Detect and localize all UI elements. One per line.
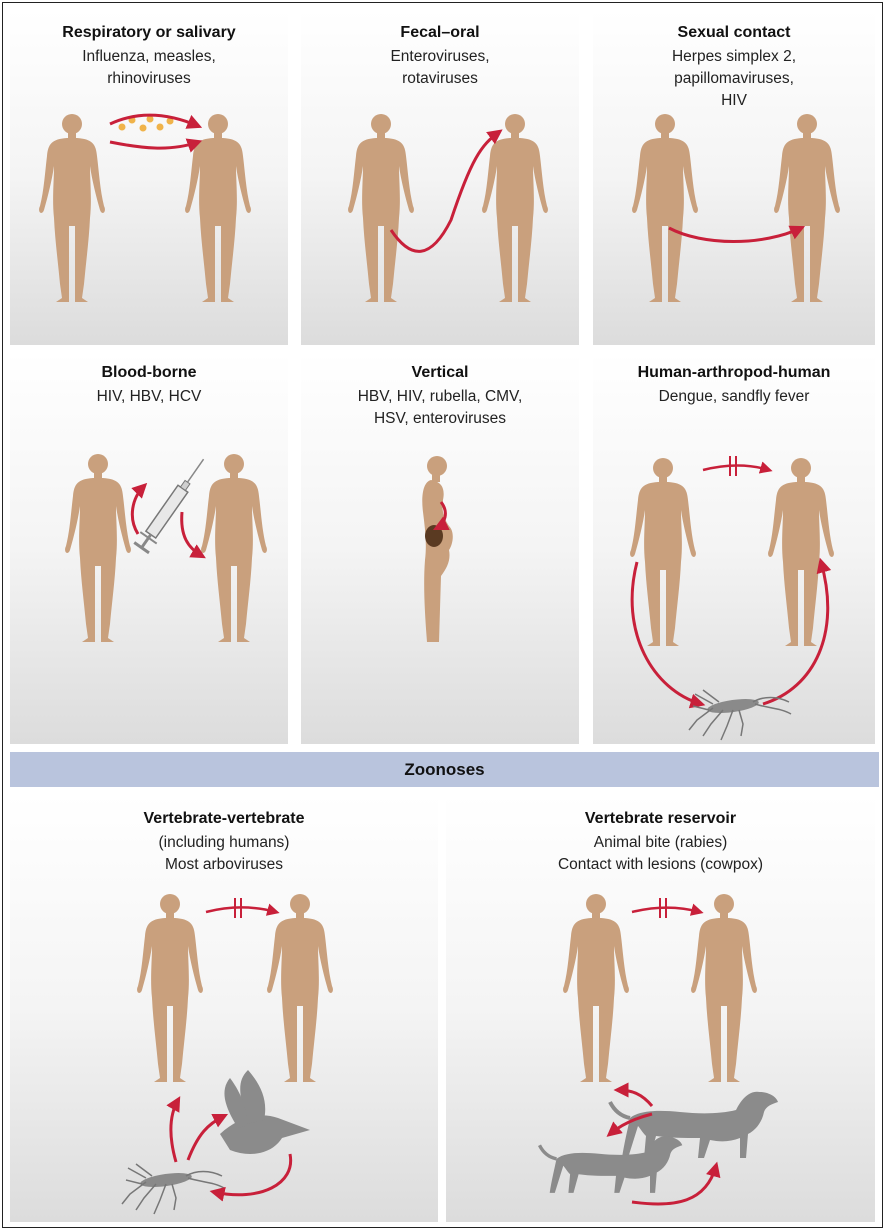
transmission-arrow <box>214 1154 291 1195</box>
panel-respiratory: Respiratory or salivary Influenza, measl… <box>10 10 288 345</box>
dog-icon-small <box>540 1137 683 1193</box>
vertebrate-reservoir-illustration <box>446 794 875 1222</box>
sexual-contact-illustration <box>593 10 875 345</box>
human-figure-right <box>482 114 548 302</box>
panel-vertebrate-reservoir: Vertebrate reservoir Animal bite (rabies… <box>446 794 875 1222</box>
human-figure-right <box>774 114 840 302</box>
transmission-arrow <box>132 486 144 534</box>
human-figure-left <box>563 894 629 1082</box>
transmission-arrow <box>618 1090 652 1106</box>
panel-vertebrate-vertebrate: Vertebrate-vertebrate (including humans)… <box>10 794 438 1222</box>
human-figure-left <box>348 114 414 302</box>
human-figure-right <box>201 454 267 642</box>
human-figure-left <box>137 894 203 1082</box>
mosquito-icon <box>689 690 791 740</box>
panel-fecal-oral: Fecal–oral Enteroviruses, rotaviruses <box>301 10 579 345</box>
vertebrate-vertebrate-illustration <box>10 794 438 1222</box>
transmission-arrow <box>171 1100 178 1162</box>
human-figure-left <box>39 114 105 302</box>
human-figure-left <box>630 458 696 646</box>
mosquito-icon <box>122 1164 224 1214</box>
dog-icon-large <box>610 1092 778 1158</box>
syringe-icon <box>133 453 211 553</box>
fecal-oral-illustration <box>301 10 579 345</box>
panel-human-arthropod-human: Human-arthropod-human Dengue, sandfly fe… <box>593 352 875 744</box>
human-figure-right <box>267 894 333 1082</box>
panel-blood-borne: Blood-borne HIV, HBV, HCV <box>10 352 288 744</box>
transmission-arrow <box>188 1116 224 1160</box>
blood-borne-illustration <box>10 352 288 744</box>
arthropod-illustration <box>593 352 875 744</box>
panel-sexual-contact: Sexual contact Herpes simplex 2, papillo… <box>593 10 875 345</box>
transmission-arrow <box>110 142 198 148</box>
fetus-icon <box>425 525 443 547</box>
respiratory-illustration <box>10 10 288 345</box>
panel-vertical: Vertical HBV, HIV, rubella, CMV, HSV, en… <box>301 352 579 744</box>
human-figure-left <box>632 114 698 302</box>
vertical-illustration <box>301 352 579 744</box>
zoonoses-banner: Zoonoses <box>10 752 879 787</box>
bird-icon <box>220 1070 310 1154</box>
transmission-arrow <box>182 512 202 556</box>
pregnant-woman-figure <box>422 456 453 642</box>
human-figure-right <box>691 894 757 1082</box>
human-figure-right <box>768 458 834 646</box>
human-figure-left <box>65 454 131 642</box>
transmission-arrow <box>669 228 801 242</box>
banner-label: Zoonoses <box>10 759 879 780</box>
